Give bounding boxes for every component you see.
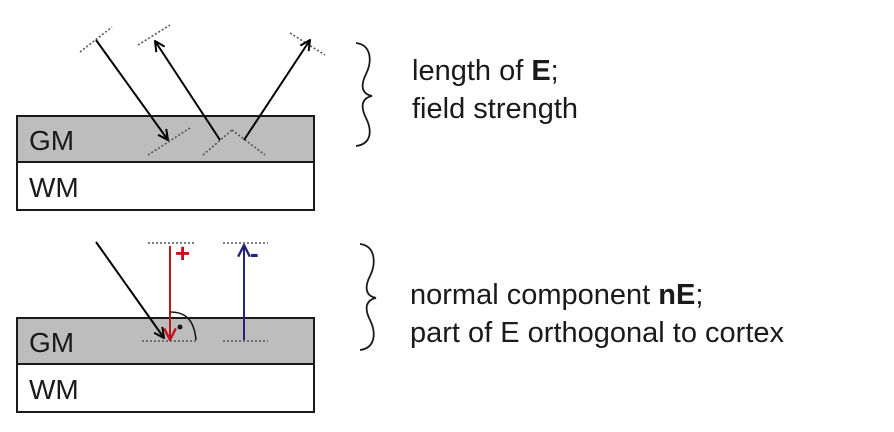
- bottom-caption-suffix: ;: [695, 279, 704, 311]
- top-arrow-incoming: [95, 39, 168, 140]
- top-caption-line2: field strength: [412, 93, 579, 125]
- bottom-caption-bold-ne: nE: [658, 279, 696, 311]
- negative-sign: -: [250, 238, 259, 268]
- bottom-curly-brace: [359, 243, 377, 351]
- bottom-caption-prefix: normal component: [410, 279, 659, 311]
- top-caption-prefix: length of: [412, 55, 532, 87]
- top-caption-suffix: ;: [550, 55, 559, 87]
- top-caption: length of E; field strength: [412, 52, 578, 128]
- bottom-caption-line1: normal component nE;: [410, 276, 784, 314]
- positive-sign: +: [175, 238, 190, 268]
- right-angle-dot: [177, 324, 183, 330]
- bottom-arrow-incoming: [95, 241, 164, 338]
- top-curly-brace: [355, 42, 373, 147]
- bottom-dotted-markers: [142, 242, 268, 342]
- bottom-wm-layer: [16, 363, 315, 413]
- bottom-wm-label: WM: [29, 374, 79, 405]
- top-wm-layer: [16, 161, 315, 211]
- bottom-caption: normal component nE; part of E orthogona…: [410, 276, 784, 352]
- bottom-panel: GM WM + -: [16, 238, 377, 413]
- top-arrow-outgoing-left: [155, 41, 221, 141]
- top-arrow-outgoing-right: [243, 40, 310, 141]
- top-gm-label: GM: [29, 125, 74, 156]
- top-caption-line1: length of E;: [412, 52, 578, 90]
- top-panel: GM WM: [16, 24, 373, 211]
- top-wm-label: WM: [29, 172, 79, 203]
- bottom-gm-label: GM: [29, 327, 74, 358]
- top-caption-bold-e: E: [531, 55, 551, 87]
- right-angle-mark: [169, 311, 197, 341]
- bottom-caption-line2: part of E orthogonal to cortex: [410, 317, 784, 349]
